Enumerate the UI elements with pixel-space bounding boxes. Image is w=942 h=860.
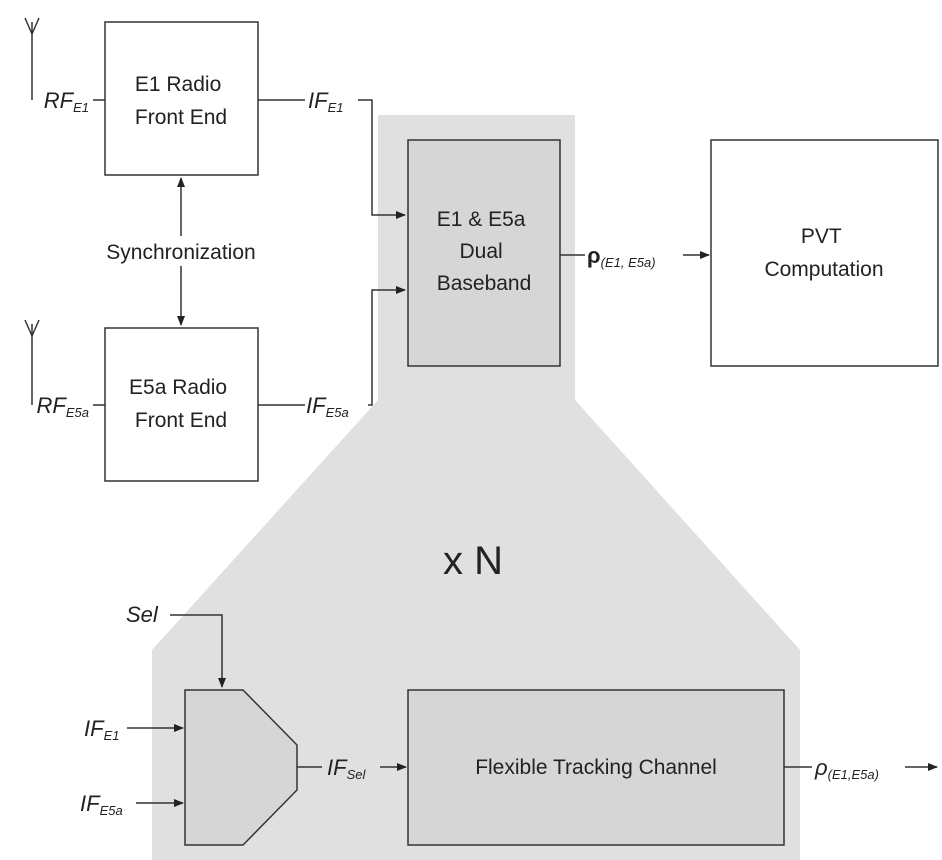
tracking-channel-block [407, 689, 785, 846]
pvt-line2: Computation [764, 258, 883, 281]
multiplexer-block [184, 689, 298, 846]
dual-baseband-line1: E1 & E5a [437, 208, 526, 231]
pvt-block [710, 139, 939, 367]
rho-bottom-label: ρ(E1,E5a) [814, 755, 879, 782]
rf-e1-label: RFE1 [44, 88, 89, 115]
synchronization-label: Synchronization [106, 241, 255, 264]
multiplier-label: x N [443, 539, 503, 583]
if-sel-label: IFSel [327, 755, 366, 782]
rf-e5a-label: RFE5a [37, 393, 89, 420]
e1-front-end-label: E1 Radio Front End [135, 73, 227, 129]
rho-top-label: ρ(E1, E5a) [587, 243, 656, 270]
dual-baseband-label: E1 & E5a Dual Baseband [437, 208, 532, 295]
sel-label: Sel [126, 602, 159, 627]
dual-baseband-block [407, 139, 561, 367]
e5a-front-end-line2: Front End [135, 409, 227, 432]
antenna-icon-e1 [24, 17, 40, 100]
sel-arrow [170, 614, 226, 688]
if-e1-to-baseband-arrow [358, 99, 406, 219]
e1-front-end-line2: Front End [135, 106, 227, 129]
e5a-front-end-block [104, 327, 259, 482]
e1-front-end-line1: E1 Radio [135, 73, 221, 96]
e5a-front-end-line1: E5a Radio [129, 376, 227, 399]
zoom-region [152, 115, 800, 860]
if-e5a-bottom-label: IFE5a [80, 791, 123, 818]
dual-baseband-line2: Dual [459, 240, 502, 263]
if-e5a-top-label: IFE5a [306, 393, 349, 420]
antenna-icon-e5a [24, 319, 40, 405]
if-e1-bottom-label: IFE1 [84, 716, 119, 743]
tracking-channel-label: Flexible Tracking Channel [475, 756, 717, 779]
if-e1-top-label: IFE1 [308, 88, 343, 115]
e1-front-end-block [104, 21, 259, 176]
e5a-front-end-label: E5a Radio Front End [129, 376, 233, 432]
pvt-label: PVT Computation [764, 225, 883, 281]
pvt-line1: PVT [801, 225, 842, 248]
if-e5a-to-baseband-arrow [368, 286, 406, 406]
dual-baseband-line3: Baseband [437, 272, 532, 295]
